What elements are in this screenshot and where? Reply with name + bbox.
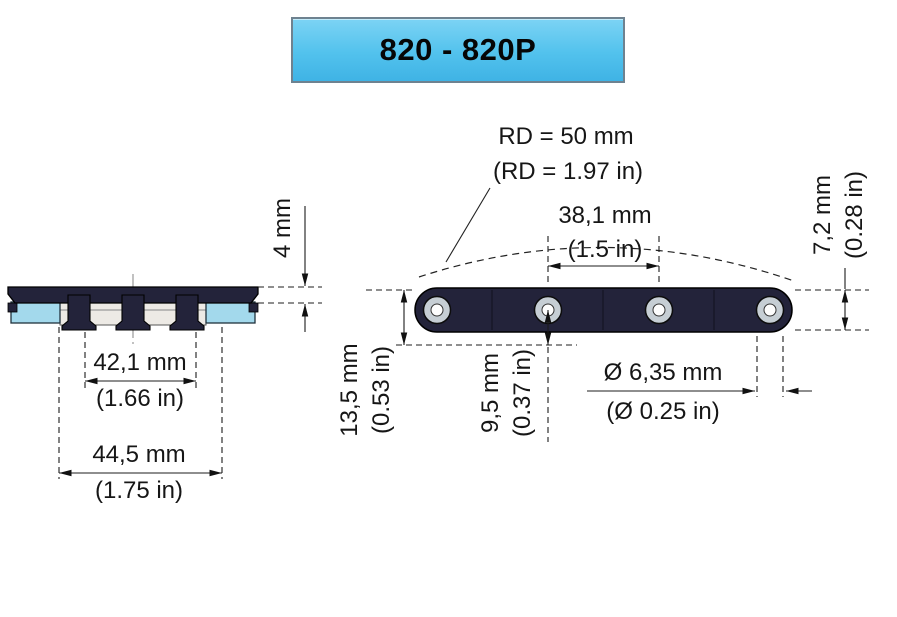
dim-bend-radius-mm: RD = 50 mm <box>498 123 634 150</box>
back-bend-arc <box>418 246 795 282</box>
dim-total-height-in: (0.53 in) <box>368 345 395 435</box>
dim-outer-width-mm: 44,5 mm <box>92 441 186 468</box>
dim-pitch-in: (1.5 in) <box>567 236 643 263</box>
dim-pitch-mm: 38,1 mm <box>558 202 652 229</box>
hinge-lug <box>61 294 97 331</box>
front-view <box>7 274 259 344</box>
right-wear-pad <box>205 301 256 324</box>
pin-hole <box>763 303 777 317</box>
dim-inner-width-mm: 42,1 mm <box>93 349 187 376</box>
dim-pin-height-mm: 9,5 mm <box>477 352 504 434</box>
hinge-lug <box>169 294 205 331</box>
dim-pin-height-in: (0.37 in) <box>509 348 536 438</box>
series-title: 820 - 820P <box>379 32 537 67</box>
side-view-dimensions <box>366 236 869 442</box>
pin-hole <box>652 303 666 317</box>
hinge-pins <box>422 295 785 325</box>
series-banner: 820 - 820P <box>291 17 625 83</box>
dim-thickness-mm: 4 mm <box>269 198 296 258</box>
dim-plate-height-mm: 7,2 mm <box>809 174 836 256</box>
left-wear-pad <box>10 301 61 324</box>
hinge-lug <box>115 294 151 331</box>
left-edge-tab <box>7 302 18 313</box>
right-edge-tab <box>248 302 259 313</box>
front-view-dimensions <box>58 206 322 479</box>
dim-outer-width-in: (1.75 in) <box>94 477 184 504</box>
dim-pin-diameter-mm: Ø 6,35 mm <box>603 359 723 386</box>
pin-hole <box>430 303 444 317</box>
dim-bend-radius-in: (RD = 1.97 in) <box>492 158 644 185</box>
dim-inner-width-in: (1.66 in) <box>95 385 185 412</box>
side-view <box>414 187 795 333</box>
dim-total-height-mm: 13,5 mm <box>336 343 363 437</box>
dim-pin-diameter-in: (Ø 0.25 in) <box>606 398 720 425</box>
dim-plate-height-in: (0.28 in) <box>841 170 868 260</box>
radius-leader-line <box>445 187 491 263</box>
